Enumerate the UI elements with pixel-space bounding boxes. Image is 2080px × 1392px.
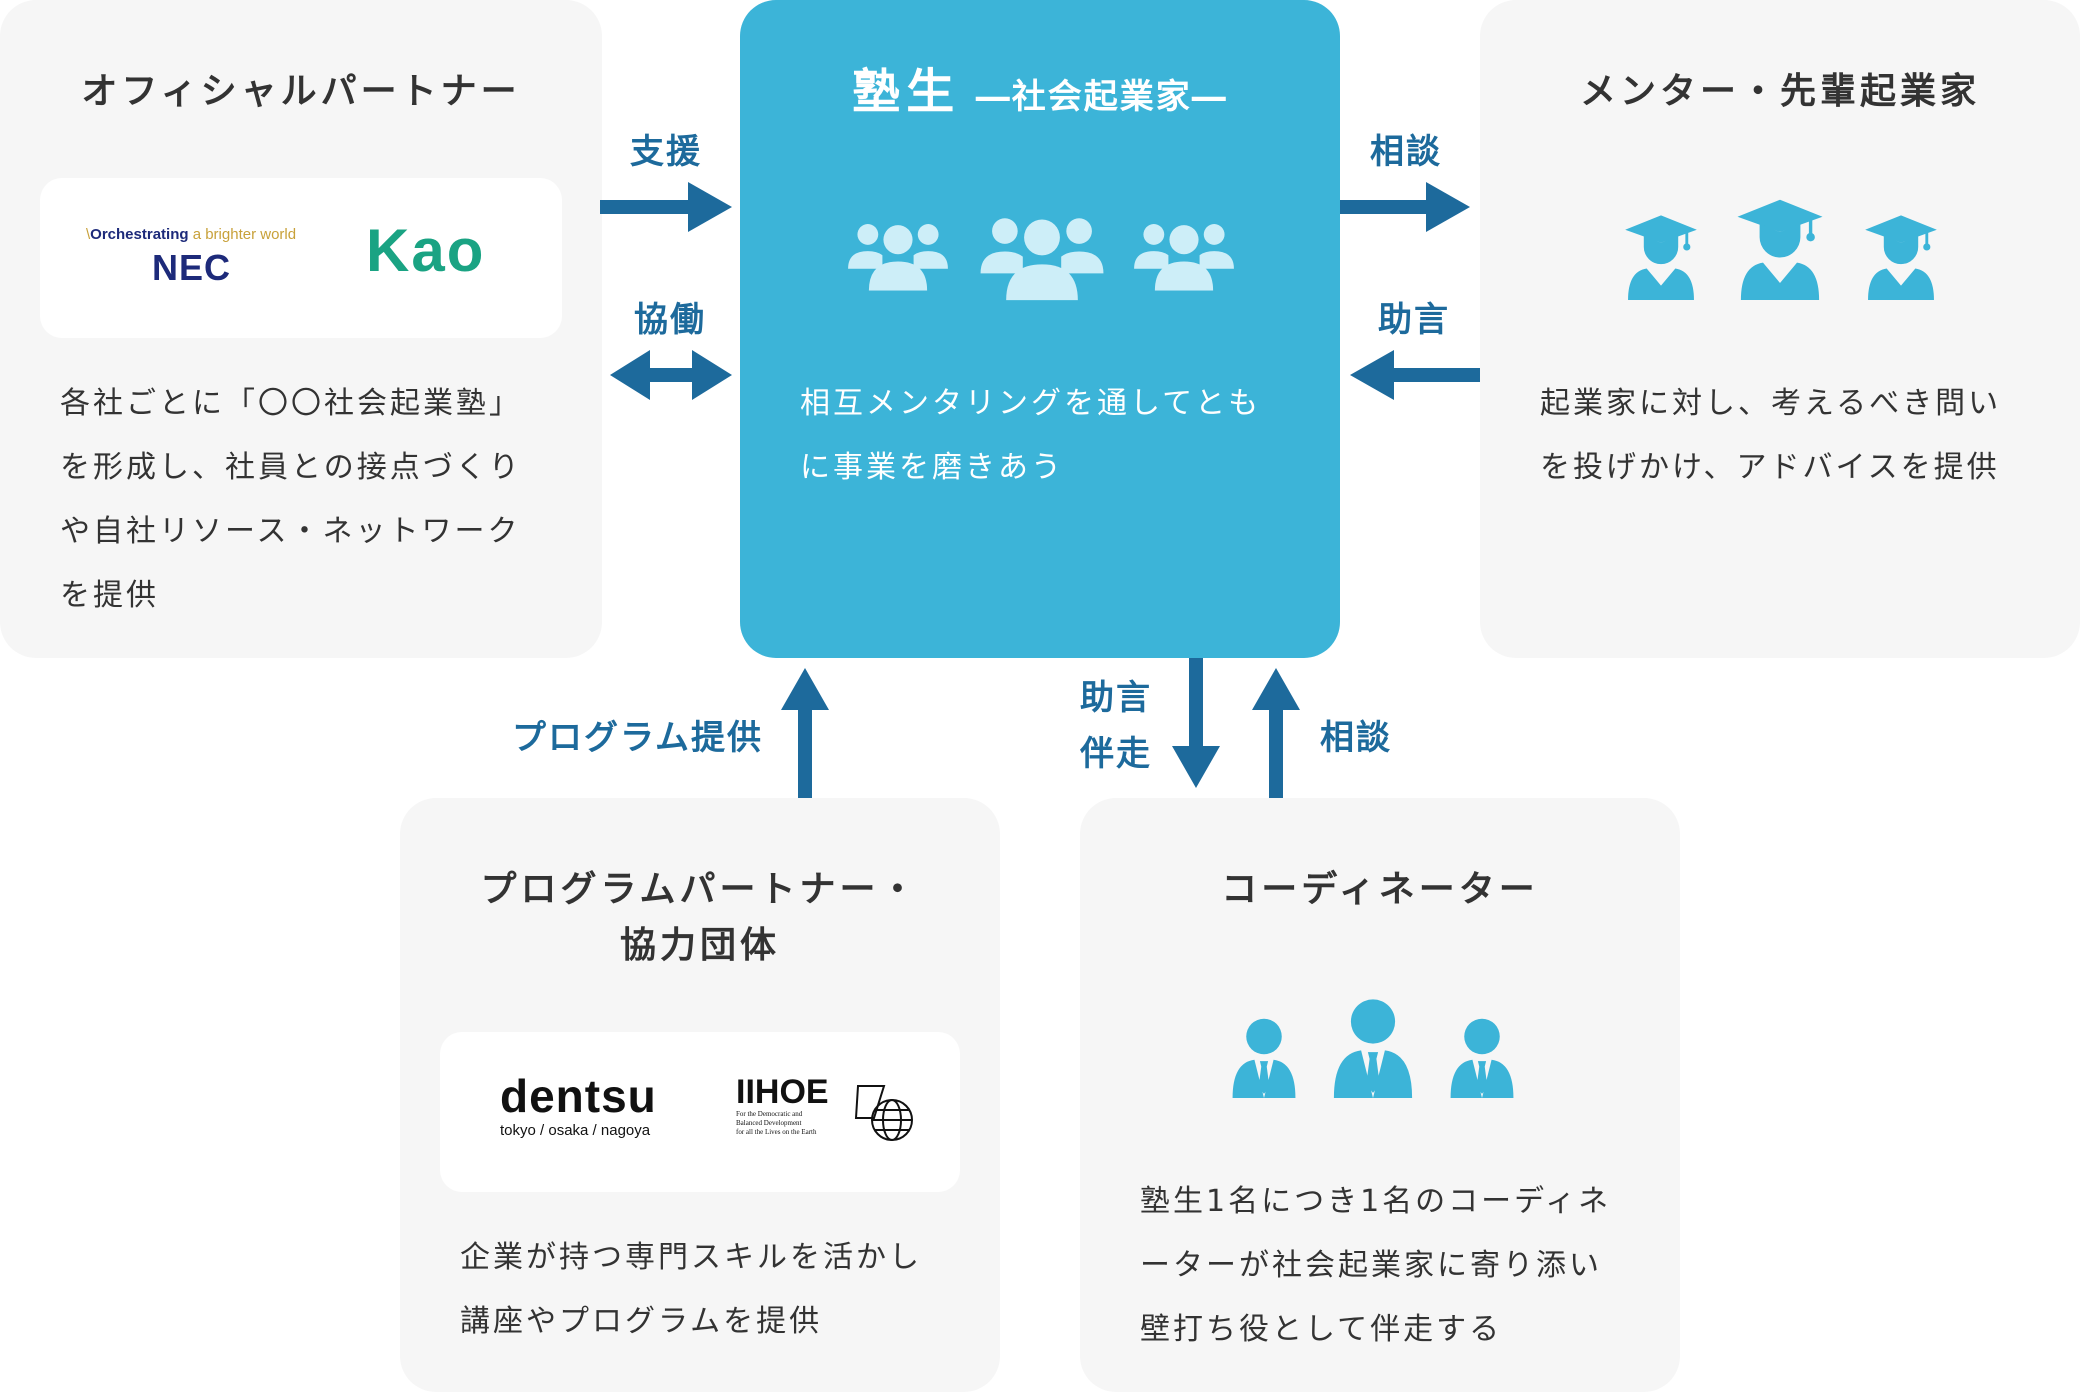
mentor-desc: 起業家に対し、考えるべき問い を投げかけ、アドバイスを提供 [1540,372,2001,500]
iihoe-logo-text: IIHOE [736,1073,829,1111]
coordinator-title: コーディネーター [1221,869,1539,910]
graduate-icon [1734,198,1826,300]
nec-logo-text: NEC [152,247,232,288]
official-partner-card: オフィシャルパートナー \Orchestrating a brighter wo… [0,0,602,658]
consult-label-bottom: 相談 [1320,718,1392,758]
collaborate-label: 協働 [634,300,706,340]
consult-label-top: 相談 [1370,132,1442,172]
official-partner-desc-line: 各社ごとに「〇〇社会起業塾」 [60,386,522,421]
coordinator-desc-line: 塾生1名につき1名のコーディネ [1140,1184,1612,1219]
arrow-down-icon [1172,658,1220,788]
program-partner-desc-line: 講座やプログラムを提供 [460,1304,823,1339]
official-partner-logo-box: \Orchestrating a brighter world NEC Kao [40,178,562,338]
arrow-left-icon [1350,350,1480,400]
businessperson-icon [1328,996,1418,1098]
advice-label-bottom: 助言 [1080,678,1152,718]
globe-icon [854,1085,913,1141]
businessperson-icon [1446,1016,1518,1098]
iihoe-logo-sub: for all the Lives on the Earth [736,1128,817,1136]
iihoe-logo-sub: For the Democratic and [736,1110,803,1118]
arrow-right-icon [600,182,732,232]
kao-logo: Kao [366,217,486,284]
coordinator-desc-line: 壁打ち役として伴走する [1140,1312,1503,1347]
nec-tagline-1: Orchestrating [90,226,189,243]
official-partner-desc-line: を提供 [60,578,159,613]
center-desc-line: に事業を磨きあう [800,450,1064,485]
support-label: 支援 [630,132,702,172]
program-partner-logo-box: dentsu tokyo / osaka / nagoya IIHOE For … [440,1032,960,1192]
group-icon [1132,200,1236,298]
double-arrow-icon [610,350,732,400]
mentor-desc-line: を投げかけ、アドバイスを提供 [1540,450,2000,485]
program-partner-desc-line: 企業が持つ専門スキルを活かし [460,1240,922,1275]
arrow-up-icon [781,668,829,798]
mentor-card: メンター・先輩起業家 起業家に対し、考えるべき問い を投げかけ、アドバイスを提供 [1480,0,2080,658]
official-partner-desc-line: を形成し、社員との接点づくり [60,450,522,485]
iihoe-logo: IIHOE For the Democratic and Balanced De… [736,1074,926,1154]
group-icon [846,200,950,298]
official-partner-desc: 各社ごとに「〇〇社会起業塾」 を形成し、社員との接点づくり や自社リソース・ネッ… [60,372,522,628]
coordinator-desc: 塾生1名につき1名のコーディネ ーターが社会起業家に寄り添い 壁打ち役として伴走… [1140,1170,1611,1362]
dentsu-logo-sub: tokyo / osaka / nagoya [500,1122,651,1139]
iihoe-logo-sub: Balanced Development [736,1119,802,1127]
student-entrepreneur-box: 塾生 ―社会起業家― 相互メンタリングを通してとも に事業を磨きあう [740,0,1340,658]
official-partner-title: オフィシャルパートナー [81,71,521,112]
group-icon [978,196,1106,302]
graduate-icon [1622,214,1700,300]
arrow-right-icon [1340,182,1470,232]
program-partner-title-line: プログラムパートナー・ [480,869,920,910]
businessperson-icon [1228,1016,1300,1098]
program-partner-card: プログラムパートナー・ 協力団体 dentsu tokyo / osaka / … [400,798,1000,1392]
graduate-icon [1862,214,1940,300]
coordinator-desc-line: ーターが社会起業家に寄り添い [1140,1248,1602,1283]
mentor-desc-line: 起業家に対し、考えるべき問い [1540,386,2002,421]
center-title-sub: ―社会起業家― [975,77,1228,117]
program-label: プログラム提供 [512,718,763,758]
center-desc: 相互メンタリングを通してとも に事業を磨きあう [800,372,1261,500]
center-title: 塾生 ―社会起業家― [740,52,1340,122]
program-partner-desc: 企業が持つ専門スキルを活かし 講座やプログラムを提供 [460,1226,922,1354]
dentsu-logo: dentsu tokyo / osaka / nagoya [500,1072,657,1139]
center-desc-line: 相互メンタリングを通してとも [800,386,1262,421]
program-partner-title-line: 協力団体 [619,925,780,966]
center-title-main: 塾生 [852,64,961,120]
program-partner-title: プログラムパートナー・ 協力団体 [400,862,1000,974]
coordinator-card: コーディネーター 塾生1名につき1名のコーディネ ーターが社会起業家に寄り添い … [1080,798,1680,1392]
arrow-up-icon [1252,668,1300,798]
support-run-label: 伴走 [1080,734,1152,774]
nec-tagline-2: a brighter world [188,226,297,243]
mentor-title: メンター・先輩起業家 [1579,71,1980,112]
nec-logo: \Orchestrating a brighter world NEC [86,226,316,289]
advice-support-label: 助言 伴走 [1080,670,1152,782]
advice-label-top: 助言 [1378,300,1450,340]
dentsu-logo-text: dentsu [500,1070,657,1122]
official-partner-desc-line: や自社リソース・ネットワーク [60,514,521,549]
